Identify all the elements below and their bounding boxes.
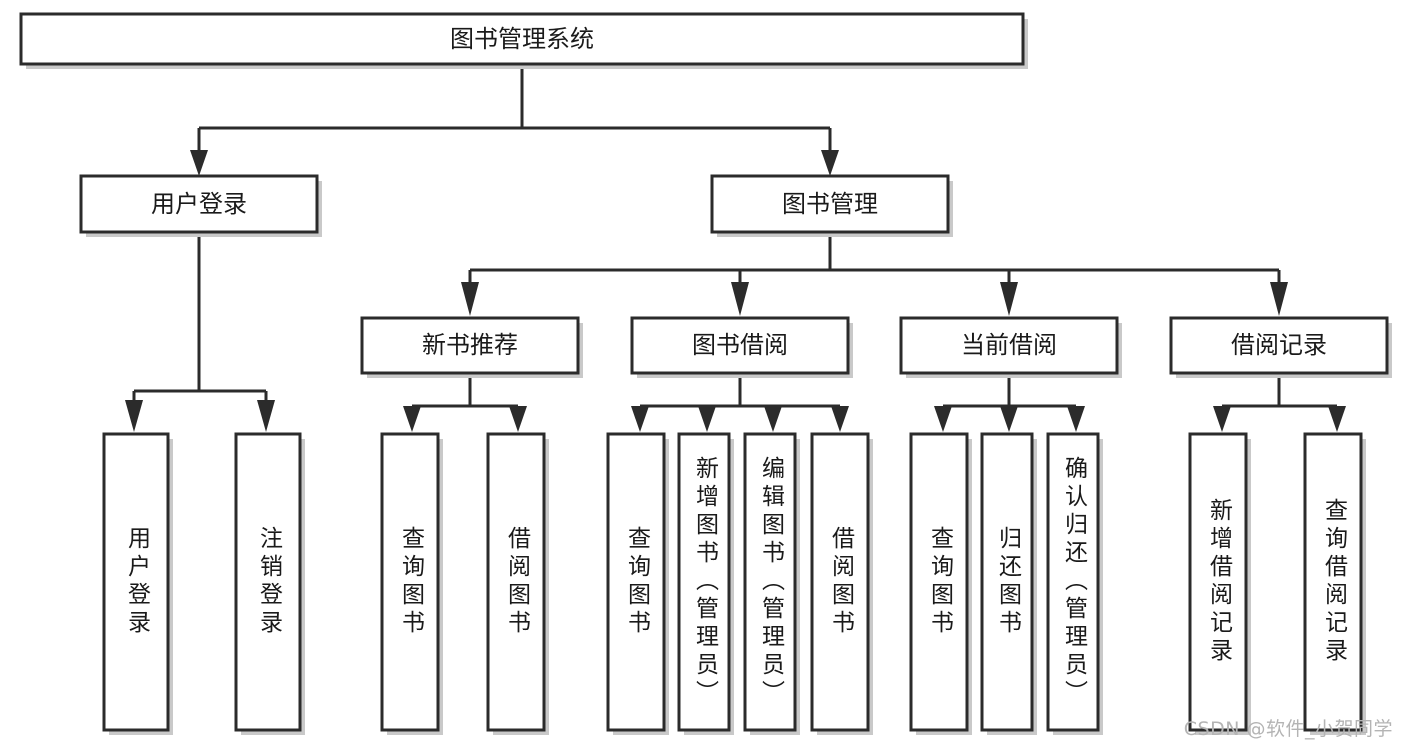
- node-leaf-query-book-2[interactable]: [606, 432, 666, 732]
- arrow-leaf-b4: [831, 406, 849, 432]
- node-leaf-edit-book[interactable]: [743, 432, 797, 732]
- root-label: 图书管理系统: [450, 25, 594, 53]
- book-management-label: 图书管理: [782, 190, 878, 218]
- boxes-layer: [19, 12, 1392, 735]
- current-borrow-label: 当前借阅: [961, 331, 1057, 359]
- node-user-login[interactable]: [79, 174, 319, 234]
- borrow-record-label: 借阅记录: [1231, 331, 1327, 359]
- node-current-borrow[interactable]: [899, 316, 1119, 375]
- node-leaf-query-book-1[interactable]: [380, 432, 440, 732]
- node-new-book-recommend[interactable]: [360, 316, 580, 375]
- arrow-leaf-c2: [1000, 406, 1018, 432]
- horizontal-labels-layer: 图书管理系统 用户登录 图书管理 新书推荐 图书借阅 当前借阅 借阅记录: [151, 25, 1327, 359]
- arrow-leaf-b1: [631, 406, 649, 432]
- arrow-borrow: [731, 282, 749, 316]
- arrow-leaf-n2: [509, 406, 527, 432]
- node-leaf-query-record[interactable]: [1303, 432, 1363, 732]
- arrow-newbook: [461, 282, 479, 316]
- arrow-leaf-r2: [1328, 406, 1346, 432]
- arrow-leaf-u1: [125, 400, 143, 432]
- node-book-borrow[interactable]: [630, 316, 850, 375]
- node-leaf-borrow-book-2[interactable]: [810, 432, 870, 732]
- node-book-management[interactable]: [710, 174, 950, 234]
- arrow-leaf-b2: [698, 406, 716, 432]
- arrow-leaf-u2: [257, 400, 275, 432]
- node-leaf-borrow-book-1[interactable]: [486, 432, 546, 732]
- node-leaf-logout[interactable]: [234, 432, 302, 732]
- watermark-text: CSDN @软件_小贺同学: [1183, 718, 1393, 740]
- arrow-book-mgmt: [821, 150, 839, 176]
- arrow-current: [1000, 282, 1018, 316]
- arrow-leaf-c1: [934, 406, 952, 432]
- connectors-layer: [125, 64, 1346, 432]
- arrow-leaf-b3: [764, 406, 782, 432]
- new-book-recommend-label: 新书推荐: [422, 331, 518, 359]
- node-leaf-add-record[interactable]: [1188, 432, 1248, 732]
- node-root[interactable]: [19, 12, 1025, 66]
- user-login-label: 用户登录: [151, 190, 247, 218]
- book-borrow-label: 图书借阅: [692, 331, 788, 359]
- arrow-record: [1270, 282, 1288, 316]
- arrow-leaf-c3: [1067, 406, 1085, 432]
- node-borrow-record[interactable]: [1169, 316, 1389, 375]
- arrow-user-login: [190, 150, 208, 176]
- node-leaf-return-book[interactable]: [980, 432, 1034, 732]
- node-leaf-user-login[interactable]: [102, 432, 170, 732]
- node-leaf-confirm-return[interactable]: [1046, 432, 1100, 732]
- arrow-leaf-n1: [403, 406, 421, 432]
- node-leaf-add-book[interactable]: [677, 432, 731, 732]
- node-leaf-query-book-3[interactable]: [909, 432, 969, 732]
- arrow-leaf-r1: [1213, 406, 1231, 432]
